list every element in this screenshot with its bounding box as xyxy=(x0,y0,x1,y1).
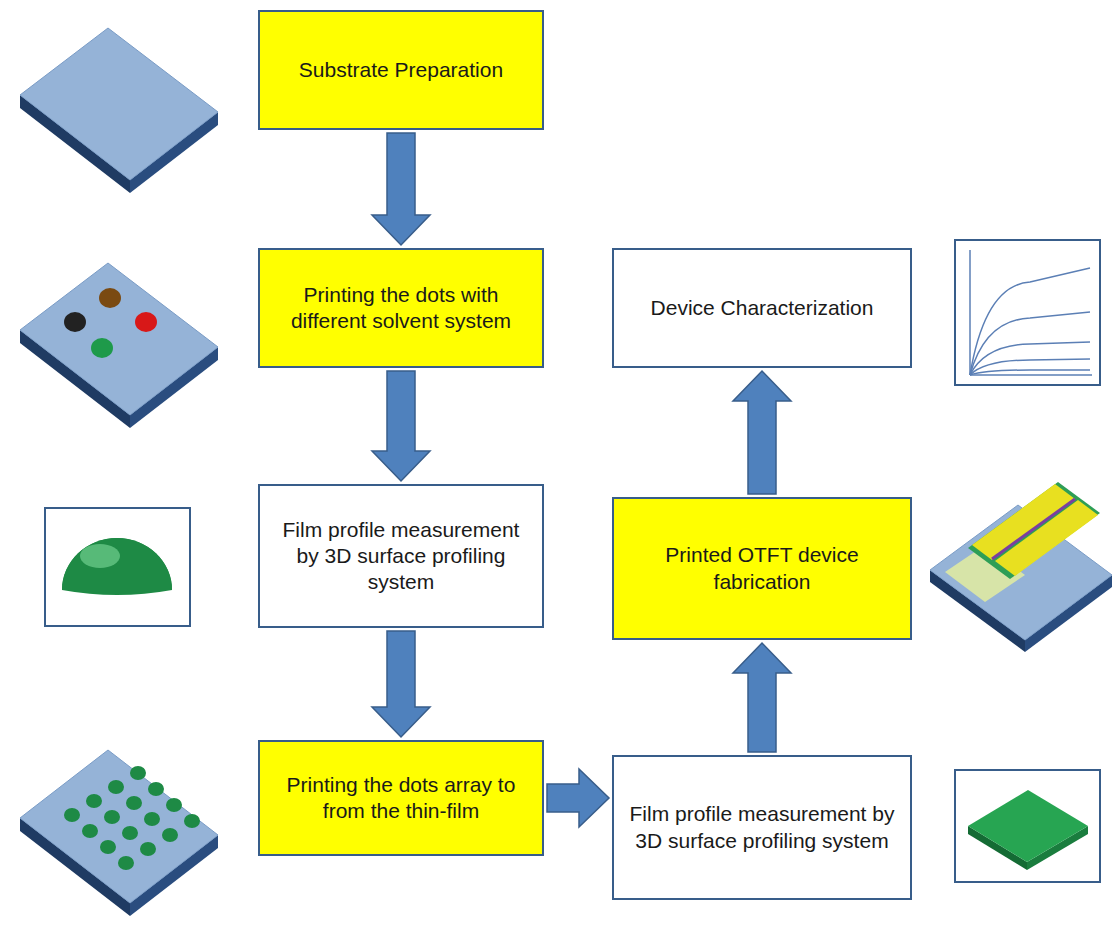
flow-arrow xyxy=(372,371,430,481)
box-label: Film profile measurement by 3D surface p… xyxy=(626,801,898,854)
process-box: Printing the dots with different solvent… xyxy=(258,248,544,368)
substrate-array-illustration xyxy=(20,750,218,916)
iv-curve-illustration xyxy=(955,240,1100,385)
flow-arrow xyxy=(547,769,609,827)
process-box: Substrate Preparation xyxy=(258,10,544,130)
box-label: Printing the dots array to from the thin… xyxy=(272,772,530,825)
flow-arrow xyxy=(733,371,791,494)
box-label: Printing the dots with different solvent… xyxy=(272,282,530,335)
box-label: Printed OTFT device fabrication xyxy=(626,542,898,595)
dome-illustration xyxy=(45,508,190,626)
box-label: Film profile measurement by 3D surface p… xyxy=(272,517,530,596)
film-illustration xyxy=(955,770,1100,882)
measurement-box: Film profile measurement by 3D surface p… xyxy=(258,484,544,628)
measurement-box: Film profile measurement by 3D surface p… xyxy=(612,755,912,900)
process-box: Printed OTFT device fabrication xyxy=(612,497,912,640)
characterization-box: Device Characterization xyxy=(612,248,912,368)
substrate-dots-illustration xyxy=(20,263,218,428)
substrate-illustration xyxy=(20,28,218,193)
otft-device-illustration xyxy=(930,482,1112,652)
process-box: Printing the dots array to from the thin… xyxy=(258,740,544,856)
flow-arrow xyxy=(372,631,430,737)
box-label: Device Characterization xyxy=(651,295,874,321)
flow-arrow xyxy=(733,643,791,752)
box-label: Substrate Preparation xyxy=(299,57,503,83)
flow-arrow xyxy=(372,133,430,245)
